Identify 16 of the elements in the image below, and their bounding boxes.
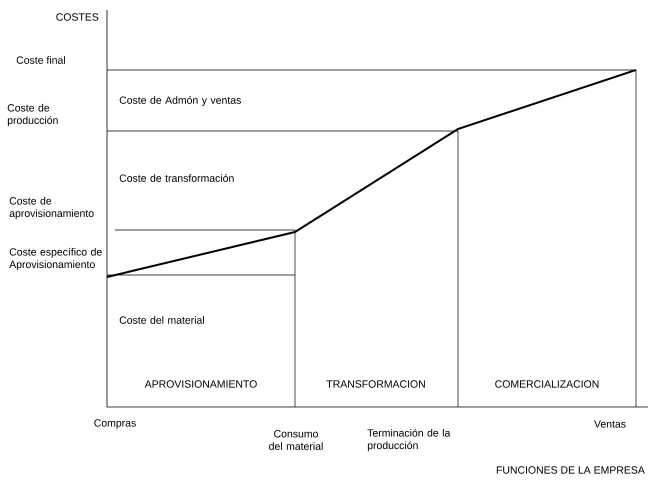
region-label: Coste de transformación	[120, 174, 234, 182]
axis-tick-label: Terminación de la producción	[367, 428, 450, 452]
axis-value-label: Coste específico de Aprovisionamiento	[9, 248, 102, 270]
axis-tick-label: Compras	[94, 419, 136, 429]
axis-value-label: Coste final	[16, 56, 65, 64]
phase-label: TRANSFORMACION	[326, 380, 425, 388]
region-label: Coste de Admón y ventas	[120, 96, 241, 106]
axis-title: COSTES	[56, 13, 98, 21]
axis-title: FUNCIONES DE LA EMPRESA	[496, 466, 645, 474]
axis-value-label: Coste de aprovisionamiento	[10, 196, 94, 220]
axis-tick-label: Ventas	[594, 420, 626, 428]
region-label: Coste del material	[120, 316, 204, 324]
axis-value-label: Coste de producción	[8, 104, 58, 126]
phase-label: APROVISIONAMIENTO	[144, 380, 257, 388]
axis-tick-label: Consumo del material	[269, 430, 323, 450]
phase-label: COMERCIALIZACION	[495, 380, 598, 388]
